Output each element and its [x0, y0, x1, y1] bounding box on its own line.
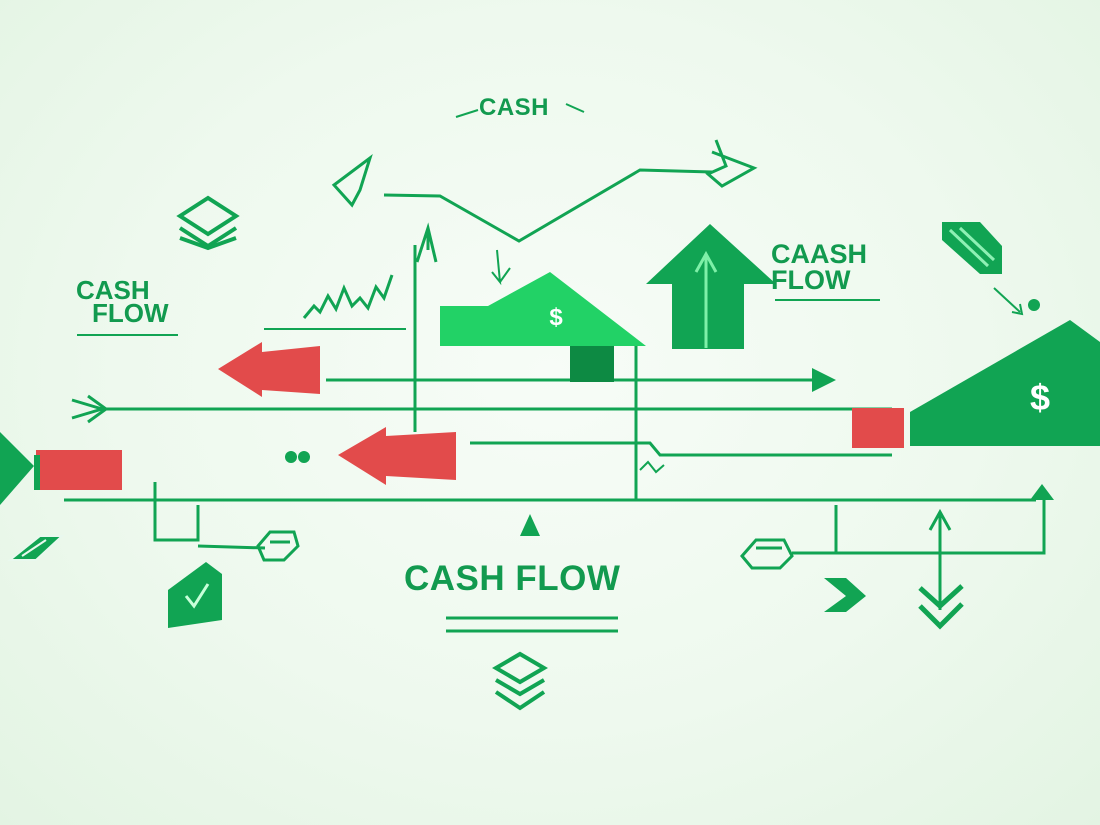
arrowhead-right-1	[812, 368, 836, 392]
money-stack-top-left-layer-2	[178, 226, 238, 249]
small-squiggle	[639, 460, 665, 474]
left-cash-flow-label: CASH FLOW	[76, 275, 169, 328]
center-house-roof	[440, 272, 646, 346]
center-house: $	[440, 272, 646, 382]
money-stack-bottom-layer-3	[494, 690, 546, 711]
right-house-shape	[910, 320, 1100, 446]
big-up-arrow-inner-lines	[694, 250, 718, 348]
left-edge-arrow-bar	[34, 455, 40, 490]
trend-start-arrow-icon	[331, 154, 373, 208]
flow-line-3	[470, 441, 892, 457]
arrowhead-up-right-end	[1030, 484, 1054, 500]
left-chevron-badge-icon	[7, 535, 65, 561]
trend-line-group	[331, 139, 758, 243]
tag-pointer-dot	[1028, 299, 1040, 311]
tag-icon	[942, 222, 1002, 274]
left-edge-arrow	[0, 432, 34, 505]
right-house: $	[910, 320, 1100, 446]
trend-line	[383, 168, 713, 243]
right-flow-text: FLOW	[771, 265, 851, 295]
check-badge-icon	[168, 562, 222, 628]
center-title: CASH FLOW	[404, 559, 621, 598]
left-flow-text: FLOW	[92, 298, 169, 328]
down-arrow-small-icon	[491, 249, 511, 286]
right-cash-text: CAASH	[771, 239, 868, 269]
top-cash-label: CASH	[479, 94, 550, 121]
money-stack-bottom-layer-1	[492, 651, 548, 685]
bracket-left	[153, 482, 200, 542]
mini-stock-chart	[302, 274, 394, 319]
link-dot-1	[285, 451, 297, 463]
money-stack-top-left-layer-1	[176, 195, 240, 237]
big-up-arrow-shape	[646, 224, 776, 349]
down-chevron-double-icon	[918, 584, 964, 630]
tag-pointer-arrow	[993, 287, 1024, 316]
small-tag-left-icon	[256, 530, 300, 562]
red-block-left	[36, 450, 122, 490]
small-tag-right-icon	[740, 538, 794, 570]
bracket-left-tail	[197, 544, 266, 550]
flow-lines	[64, 343, 1046, 610]
link-dot-2	[298, 451, 310, 463]
top-label-dash-left	[455, 109, 479, 118]
top-label-dash-right	[565, 103, 585, 113]
money-stack-top-left-layer-3	[179, 236, 237, 251]
money-stack-bottom-layer-2	[494, 678, 546, 697]
check-badge-shape	[168, 562, 222, 628]
check-mark-icon	[184, 583, 210, 609]
trend-end-arrow-icon	[705, 139, 758, 188]
link-dots-icon	[285, 451, 310, 463]
red-arrow-left-middle	[338, 427, 456, 485]
red-block-right	[852, 408, 904, 448]
center-house-base	[570, 346, 614, 382]
money-stack-icon-top-left	[176, 195, 240, 251]
right-house-dollar: $	[1030, 377, 1050, 418]
arrowhead-left-double-icon	[71, 394, 109, 424]
big-up-arrow-icon	[646, 224, 776, 349]
red-arrow-left-upper	[218, 342, 320, 397]
label-decor	[77, 103, 880, 633]
tag-inner-lines	[948, 226, 996, 268]
up-arrow-icon	[415, 222, 438, 263]
bracket-right	[792, 500, 1046, 555]
left-cash-text: CASH	[76, 275, 150, 305]
center-house-dollar: $	[549, 304, 563, 331]
money-stack-icon-bottom	[492, 651, 548, 711]
right-chevron-icon	[824, 578, 866, 612]
arrowhead-up-down-line-icon	[928, 508, 952, 531]
right-cash-flow-label: CAASH FLOW	[771, 239, 868, 295]
